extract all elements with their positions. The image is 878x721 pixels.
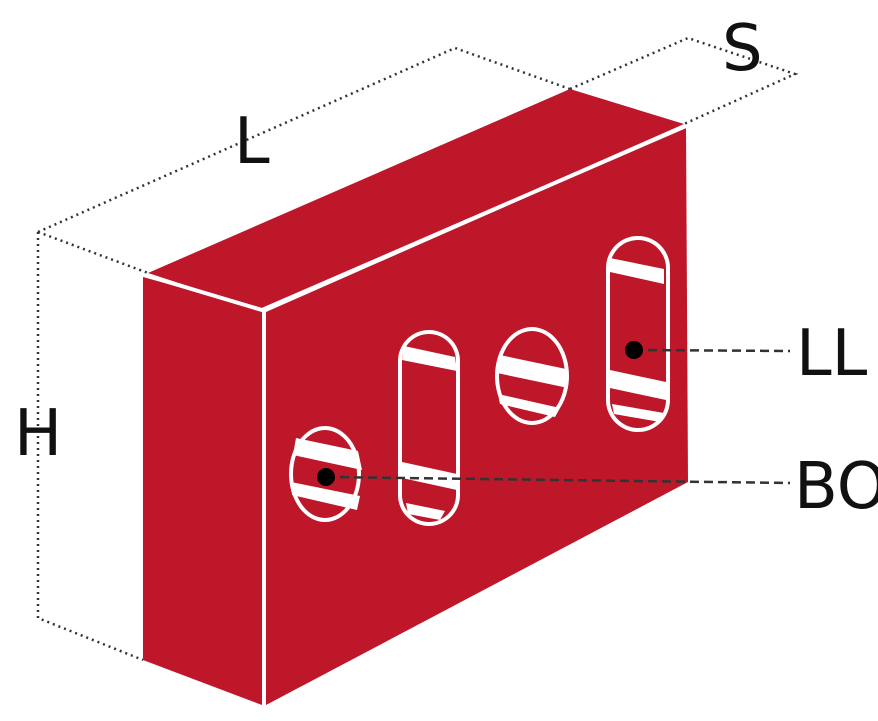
- label-thickness: S: [722, 12, 763, 86]
- brick-side-face: [143, 277, 262, 705]
- leader-bo: [317, 468, 791, 486]
- dimension-length-line: [37, 46, 571, 234]
- brick-front-face: [266, 127, 688, 705]
- brick-top-front-edge: [147, 124, 687, 313]
- label-long-hole: LL: [796, 317, 868, 391]
- label-round-hole: BO: [794, 450, 878, 524]
- label-length: L: [234, 105, 270, 179]
- slot-hole-right: [606, 236, 670, 432]
- dimension-length: [37, 46, 571, 275]
- dimension-height: [36, 232, 144, 662]
- brick: [143, 89, 688, 705]
- label-height: H: [14, 397, 62, 471]
- round-hole-right: [495, 327, 569, 425]
- brick-top-face: [148, 89, 684, 310]
- marker-dot-ll: [625, 341, 643, 359]
- dimension-length-tick: [37, 230, 149, 275]
- leader-ll: [625, 341, 791, 359]
- slot-hole-middle: [398, 330, 460, 526]
- marker-dot-bo: [317, 468, 335, 486]
- dimension-height-line: [36, 232, 144, 662]
